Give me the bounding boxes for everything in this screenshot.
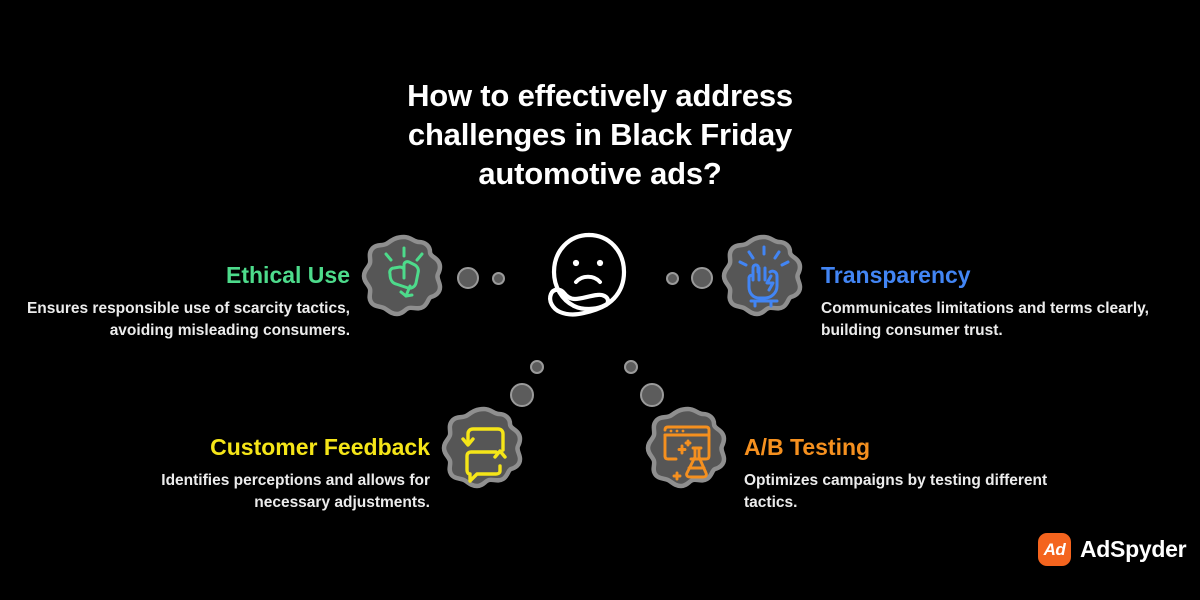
- adspyder-logo[interactable]: Ad AdSpyder: [1038, 533, 1187, 566]
- section-ab-testing: A/B Testing Optimizes campaigns by testi…: [744, 434, 1089, 514]
- connector-dot-lowerleft-small: [530, 360, 544, 374]
- section-customer-feedback: Customer Feedback Identifies perceptions…: [86, 434, 430, 514]
- ethical-use-heading: Ethical Use: [226, 262, 350, 288]
- transparency-body: Communicates limitations and terms clear…: [821, 300, 1149, 339]
- adspyder-logo-wordmark: AdSpyder: [1080, 536, 1187, 562]
- title-line-1: How to effectively address: [407, 78, 793, 113]
- section-transparency: Transparency Communicates limitations an…: [821, 262, 1166, 342]
- customer-feedback-heading: Customer Feedback: [210, 434, 430, 460]
- connector-dot-lowerright-large: [640, 383, 664, 407]
- connector-dot-left-large: [457, 267, 479, 289]
- ethical-use-icon-blob: [360, 234, 448, 322]
- customer-feedback-body: Identifies perceptions and allows for ne…: [161, 472, 430, 511]
- transparency-icon-blob: [720, 234, 808, 322]
- connector-dot-right-large: [691, 267, 713, 289]
- ab-testing-icon-blob: [644, 406, 732, 494]
- adspyder-logo-mark: Ad: [1038, 533, 1071, 566]
- title-line-3: automotive ads?: [478, 156, 722, 191]
- customer-feedback-icon-blob: [440, 406, 528, 494]
- ethical-use-body: Ensures responsible use of scarcity tact…: [26, 300, 350, 339]
- thinking-face-icon: [529, 227, 637, 325]
- ab-testing-heading: A/B Testing: [744, 434, 871, 460]
- connector-dot-lowerright-small: [624, 360, 638, 374]
- connector-dot-left-small: [492, 272, 505, 285]
- transparency-heading: Transparency: [821, 262, 971, 288]
- section-ethical-use: Ethical Use Ensures responsible use of s…: [10, 262, 350, 342]
- connector-dot-right-small: [666, 272, 679, 285]
- page-title: How to effectively address challenges in…: [0, 76, 1200, 193]
- title-line-2: challenges in Black Friday: [407, 117, 793, 152]
- ab-testing-body: Optimizes campaigns by testing different…: [744, 472, 1048, 511]
- connector-dot-lowerleft-large: [510, 383, 534, 407]
